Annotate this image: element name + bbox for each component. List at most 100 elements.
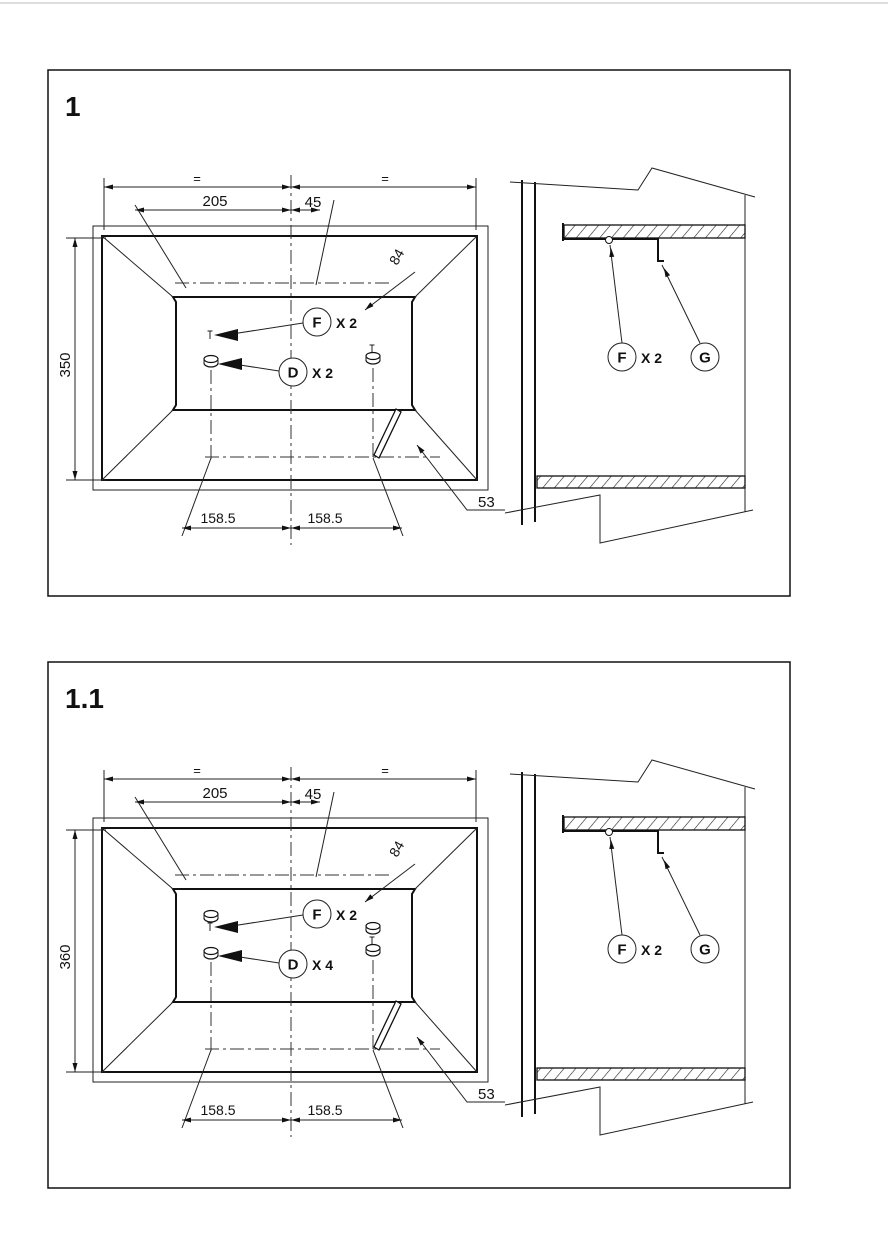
break-line-bottom bbox=[504, 494, 754, 544]
step-number: 1 bbox=[65, 91, 81, 122]
arrowhead bbox=[311, 799, 320, 805]
leader-45 bbox=[315, 791, 335, 878]
arrowhead bbox=[104, 184, 113, 190]
arrowhead bbox=[393, 525, 402, 531]
basin-corner bbox=[101, 1001, 174, 1073]
worktop-section bbox=[563, 224, 746, 239]
leader-g bbox=[661, 264, 701, 344]
dim-45-label: 45 bbox=[305, 786, 322, 803]
arrowhead bbox=[291, 525, 300, 531]
ref-53-label: 53 bbox=[478, 1086, 495, 1103]
arrowhead bbox=[282, 776, 291, 782]
leader-205 bbox=[134, 796, 187, 881]
arrowhead bbox=[393, 1117, 402, 1123]
arrowhead bbox=[291, 207, 300, 213]
dim-height-label: 350 bbox=[57, 352, 74, 377]
leader-84 bbox=[364, 271, 416, 311]
leader-f bbox=[609, 836, 623, 936]
arrowhead bbox=[72, 830, 78, 839]
extension-line bbox=[181, 1049, 212, 1129]
pencil-icon bbox=[373, 408, 402, 459]
side-part-g-callout-letter: G bbox=[699, 942, 711, 959]
leader-45 bbox=[315, 199, 335, 286]
arrowhead bbox=[467, 776, 476, 782]
part-d-washer-left-top bbox=[203, 354, 219, 364]
pencil-icon bbox=[373, 1000, 402, 1051]
dim-left-label: 158.5 bbox=[200, 1102, 235, 1118]
part-d-arrow bbox=[218, 358, 242, 370]
arrowhead bbox=[664, 860, 671, 870]
arrowhead bbox=[135, 207, 144, 213]
part-d-arrow bbox=[218, 950, 242, 962]
leader-84 bbox=[364, 863, 416, 903]
break-line-bottom bbox=[504, 1086, 754, 1136]
arrowhead bbox=[365, 894, 374, 902]
equal-mark-left: = bbox=[193, 171, 201, 186]
dim-45-label: 45 bbox=[305, 194, 322, 211]
side-part-f-callout-letter: F bbox=[617, 942, 626, 959]
part-f-leader bbox=[231, 322, 304, 335]
step-number: 1.1 bbox=[65, 683, 104, 714]
part-f-arrow bbox=[214, 329, 238, 341]
part-d-washer-right-top bbox=[365, 351, 381, 361]
basin-corner bbox=[414, 235, 478, 298]
arrowhead bbox=[135, 799, 144, 805]
leader-53 bbox=[416, 444, 505, 511]
arrowhead bbox=[282, 184, 291, 190]
arrowhead bbox=[282, 799, 291, 805]
part-d-leader bbox=[239, 364, 280, 372]
part-f-callout-letter: F bbox=[312, 315, 321, 332]
part-d-callout-circle bbox=[278, 949, 308, 979]
arrowhead bbox=[664, 268, 671, 278]
dim-205-label: 205 bbox=[202, 193, 227, 210]
basin-edge bbox=[101, 235, 478, 481]
extension-line bbox=[181, 457, 212, 537]
basin-corner bbox=[101, 409, 174, 481]
basin-corner bbox=[414, 409, 478, 481]
part-d-washer-left-upper-top bbox=[203, 909, 219, 919]
part-f-leader bbox=[231, 914, 304, 927]
arrowhead bbox=[311, 207, 320, 213]
clip-f bbox=[605, 828, 613, 836]
part-d-qty: X 4 bbox=[312, 957, 333, 973]
break-line-top bbox=[509, 759, 756, 790]
side-part-g-callout-circle bbox=[690, 342, 720, 372]
break-line-top bbox=[509, 167, 756, 198]
extension-line bbox=[372, 457, 404, 537]
part-f-qty: X 2 bbox=[336, 907, 357, 923]
dim-left-label: 158.5 bbox=[200, 510, 235, 526]
arrowhead bbox=[282, 207, 291, 213]
part-f-callout-circle bbox=[302, 307, 332, 337]
clip-f bbox=[605, 236, 613, 244]
panel-frame bbox=[47, 661, 791, 1189]
arrowhead bbox=[182, 525, 191, 531]
ref-53-label: 53 bbox=[478, 494, 495, 511]
dim-right-label: 158.5 bbox=[307, 510, 342, 526]
bracket-g bbox=[563, 238, 664, 262]
arrowhead bbox=[104, 776, 113, 782]
arrowhead bbox=[609, 248, 615, 258]
basin-corner bbox=[101, 827, 174, 890]
arrowhead bbox=[182, 1117, 191, 1123]
dim-205-label: 205 bbox=[202, 785, 227, 802]
equal-mark-right: = bbox=[381, 763, 389, 778]
arrowhead bbox=[291, 184, 300, 190]
panel-frame bbox=[47, 69, 791, 597]
equal-mark-right: = bbox=[381, 171, 389, 186]
part-d-qty: X 2 bbox=[312, 365, 333, 381]
arrowhead bbox=[291, 776, 300, 782]
worktop-section bbox=[563, 816, 746, 831]
leader-205 bbox=[134, 204, 187, 289]
side-part-f-callout-circle bbox=[607, 934, 637, 964]
leader-f bbox=[609, 244, 623, 344]
arrowhead bbox=[417, 445, 425, 454]
part-d-washer-right-upper-top bbox=[365, 921, 381, 931]
arrowhead bbox=[72, 238, 78, 247]
dim-84-label: 84 bbox=[386, 246, 408, 268]
basin-corner bbox=[414, 827, 478, 890]
arrowhead bbox=[291, 1117, 300, 1123]
